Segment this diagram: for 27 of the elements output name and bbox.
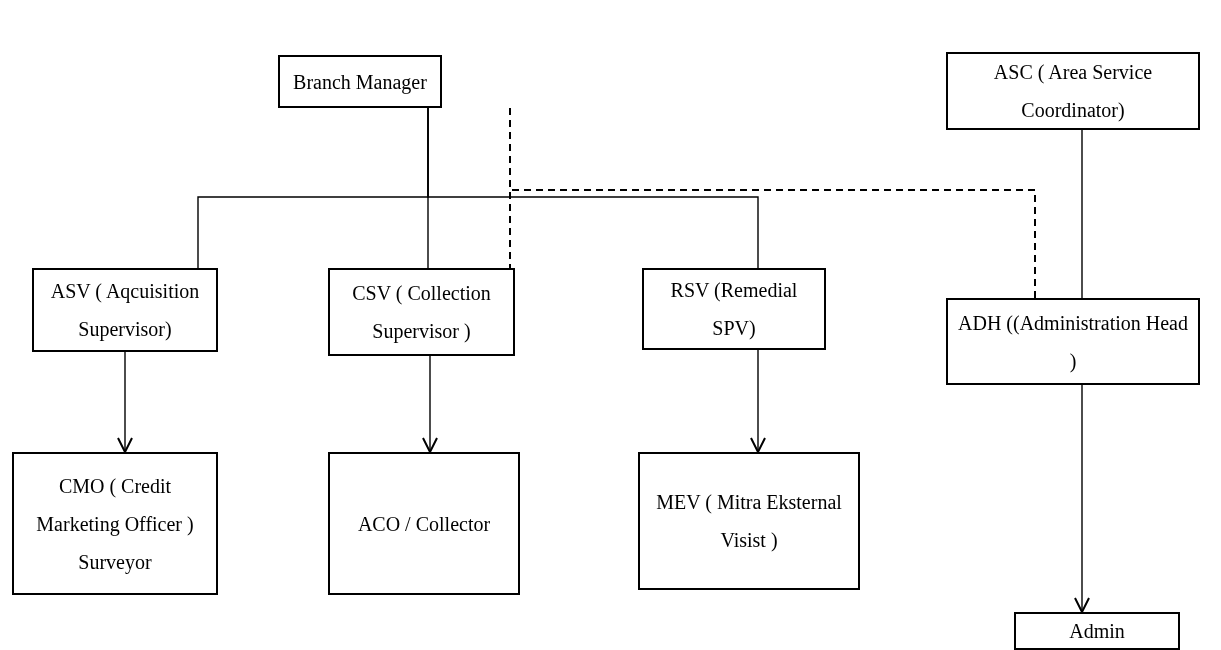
role-label: CSV ( Collection Supervisor ) [351,281,492,345]
arrow [1074,384,1090,613]
role-label: ASC ( Area Service Coordinator) [992,60,1154,123]
role-label: MEV ( Mitra Eksternal Visist ) [655,490,843,553]
connector-line [509,107,1036,299]
role-label: ACO / Collector [357,511,491,537]
org-box [1014,612,1180,650]
role-label: Admin [1069,619,1125,644]
org-box [328,452,520,595]
connector-line [1081,129,1083,299]
org-box [946,52,1200,130]
org-box [642,268,826,350]
org-box [638,452,860,590]
org-box [32,268,218,352]
role-label: ADH ((Administration Head ) [957,310,1189,375]
role-label: ASV ( Aqcuisition Supervisor) [49,279,201,343]
org-box [12,452,218,595]
org-box [328,268,515,356]
role-label: RSV (Remedial SPV) [669,278,799,341]
role-label: CMO ( Credit Marketing Officer ) Surveyor [35,473,195,576]
connector-line [427,107,759,269]
org-box [278,55,442,108]
arrow [750,349,766,453]
arrow [117,351,133,453]
role-label: Branch Manager [293,69,427,96]
arrow [422,355,438,453]
org-box [946,298,1200,385]
